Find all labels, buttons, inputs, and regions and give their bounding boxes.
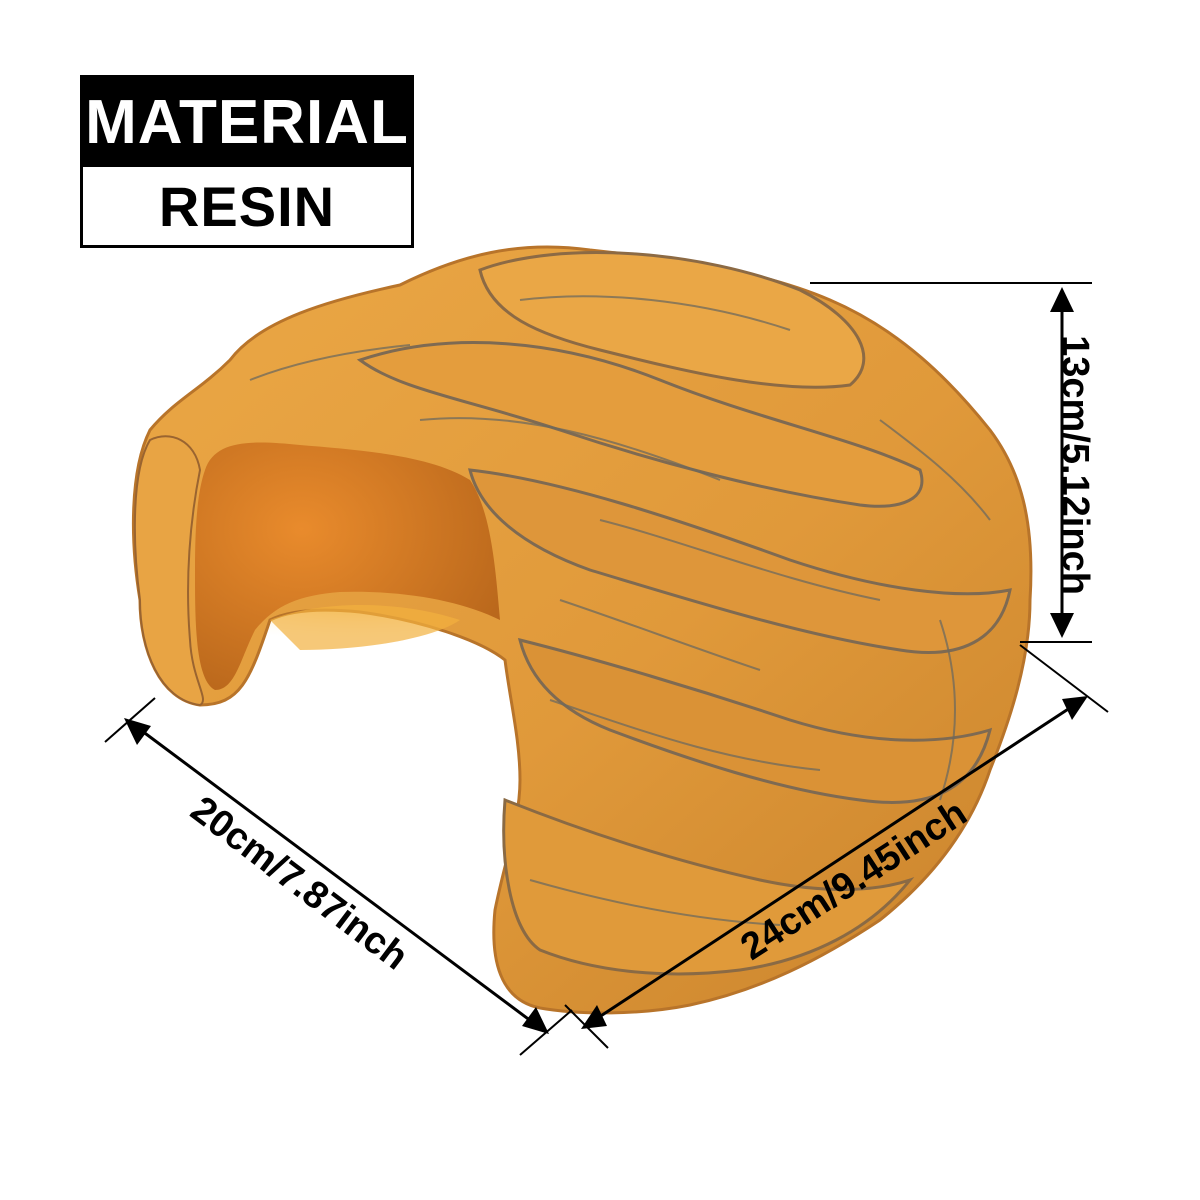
material-badge: MATERIAL RESIN [80,75,414,248]
height-dimension: 13cm/5.12inch [810,282,1096,643]
material-heading: MATERIAL [83,78,411,167]
height-label: 13cm/5.12inch [1054,335,1096,595]
material-value: RESIN [158,174,336,238]
depth-label: 20cm/7.87inch [183,788,416,978]
rock-hide-cave [131,245,1033,1015]
